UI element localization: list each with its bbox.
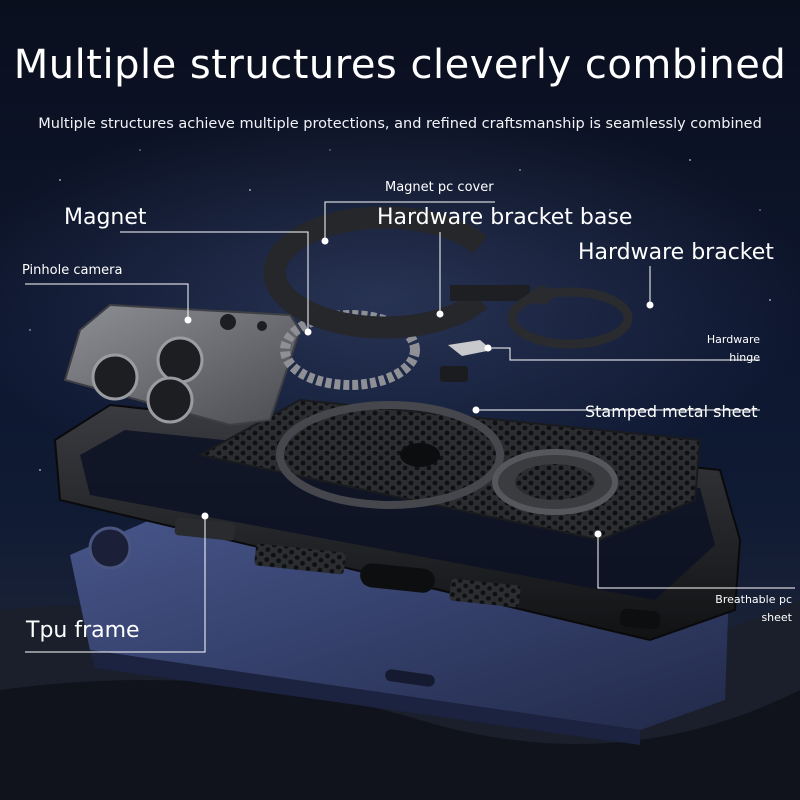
label-breathable-pc-sheet-line1: Breathable pc (715, 593, 792, 606)
label-hardware-hinge: Hardware hinge (707, 331, 760, 367)
magnet-ring (280, 310, 420, 390)
magnet-pc-cover (263, 206, 488, 339)
subheadline: Multiple structures achieve multiple pro… (38, 116, 762, 132)
label-hardware-bracket: Hardware bracket (578, 240, 774, 265)
label-magnet-pc-cover: Magnet pc cover (385, 180, 494, 195)
label-magnet: Magnet (64, 205, 147, 230)
headline: Multiple structures cleverly combined (13, 42, 787, 88)
label-hardware-hinge-line1: Hardware (706, 333, 760, 346)
hardware-bracket-base (450, 285, 530, 301)
label-breathable-pc-sheet-line2: sheet (761, 611, 792, 624)
callout-leader-lines (25, 201, 795, 653)
label-hardware-hinge-line2: hinge (729, 351, 760, 364)
hardware-bracket-ring (507, 285, 633, 349)
stamped-metal-sheet (197, 398, 702, 542)
hardware-hinge (440, 340, 492, 382)
label-hardware-bracket-base: Hardware bracket base (377, 205, 633, 230)
label-tpu-frame: Tpu frame (26, 618, 140, 643)
label-stamped-metal-sheet: Stamped metal sheet (585, 402, 758, 421)
label-pinhole-camera: Pinhole camera (22, 263, 123, 278)
pinhole-camera-cover (63, 303, 302, 427)
label-breathable-pc-sheet: Breathable pc sheet (715, 591, 792, 627)
